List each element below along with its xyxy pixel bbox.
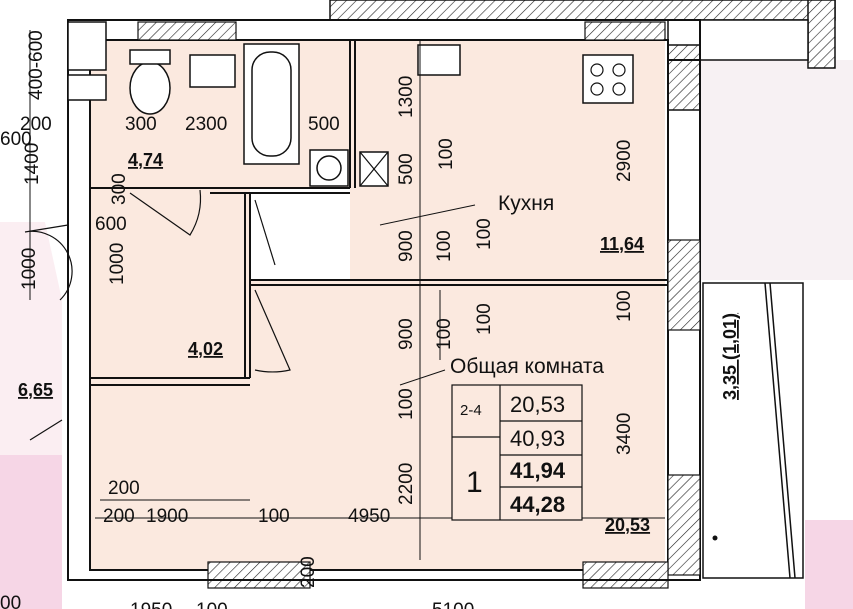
dim-exterior-1000: 1000 [19,248,40,290]
dim-bottom-200-vertical: 200 [298,556,319,588]
kitchen-area: 11,64 [600,234,644,254]
dim-kitchen-100b: 100 [434,230,455,262]
bathtub-inner-icon [251,51,292,157]
dim-bath-2300: 2300 [185,114,227,135]
dim-bottom-200a: 200 [108,478,140,499]
dim-bottom-100: 100 [258,506,290,527]
neighbor-pink-zone [0,455,62,609]
dim-kitchen-100a: 100 [436,138,457,170]
dim-bath-500: 500 [308,114,340,135]
dim-kitchen-900: 900 [396,230,417,262]
entrance-door-swing [24,224,73,301]
dim-living-3400: 3400 [614,413,635,455]
washing-machine-drum-icon [316,155,342,181]
dim-cut-1950: 1950 [130,600,172,609]
dim-bath-300-vertical: 300 [109,173,130,205]
dim-hall-1000: 1000 [107,243,128,285]
dim-bath-300: 300 [125,114,157,135]
dim-kitchen-100c: 100 [474,218,495,250]
dim-kitchen-500: 500 [396,153,417,185]
right-wall-hatch-mid [667,239,701,331]
toilet-icon [129,61,171,115]
entry-box-2 [67,74,107,101]
table-rooms-count: 1 [466,466,483,499]
living-room-area: 20,53 [605,515,650,535]
entry-box [67,21,107,71]
kitchen-label: Кухня [498,192,554,215]
dim-bottom-200b: 200 [103,506,135,527]
table-section: 2-4 [460,402,482,419]
hall-area: 4,02 [188,339,223,359]
bottom-hatch-right [582,561,669,589]
neighbor-area: 6,65 [18,380,53,400]
balcony-outline [702,282,804,579]
dim-kitchen-1300: 1300 [396,76,417,118]
stove-icon [582,54,634,104]
dim-living-2200: 2200 [396,463,417,505]
kitchen-sink-icon [417,44,461,76]
dim-cut-left: 00 [0,593,21,609]
neighbor-room-6-65 [0,222,62,455]
table-living-area: 20,53 [510,392,565,417]
sink-icon [189,54,236,88]
dim-living-100-right: 100 [614,290,635,322]
living-room-label: Общая комната [450,355,604,378]
bathroom-area: 4,74 [128,150,163,170]
dim-top-left-400-600: 400-600 [26,30,47,100]
dim-living-100c: 100 [396,388,417,420]
bottom-hatch-left [207,561,311,589]
bath-top-hatch [137,21,237,41]
top-hatched-wall [329,0,836,21]
dim-left-1400: 1400 [22,143,43,185]
right-hatched-wall [807,0,836,69]
dim-hall-600: 600 [95,214,127,235]
toilet-tank-icon [129,49,171,65]
neighbor-pink-zone-right [805,520,853,609]
dim-living-900: 900 [396,318,417,350]
dim-bottom-1900: 1900 [146,506,188,527]
right-wall-hatch-bottom [667,474,701,576]
balcony-door-handle-icon [712,535,718,541]
dim-bottom-4950: 4950 [348,506,390,527]
dim-cut-5100: 5100 [432,600,474,609]
area-summary-table [451,384,583,521]
table-area-3: 44,28 [510,492,565,517]
dim-living-100a: 100 [434,318,455,350]
right-wall-column [667,44,701,111]
outer-pale-zone [700,60,853,280]
bath-door-swing [129,189,202,236]
neighbor-door-swing [29,419,63,441]
kitchen-top-hatch [584,21,666,41]
dim-kitchen-2900: 2900 [614,140,635,182]
hall-door-swing [254,199,276,266]
dim-living-100b: 100 [474,303,495,335]
dim-cut-100: 100 [196,600,228,609]
dim-left-600: 600 [0,129,32,150]
table-area-1: 40,93 [510,426,565,451]
dim-left-200: 200 [20,114,52,135]
balcony-fill [703,285,803,575]
table-area-2: 41,94 [510,458,566,483]
balcony-area: 3,35 (1,01) [720,313,740,400]
living-door-swing [254,289,291,373]
